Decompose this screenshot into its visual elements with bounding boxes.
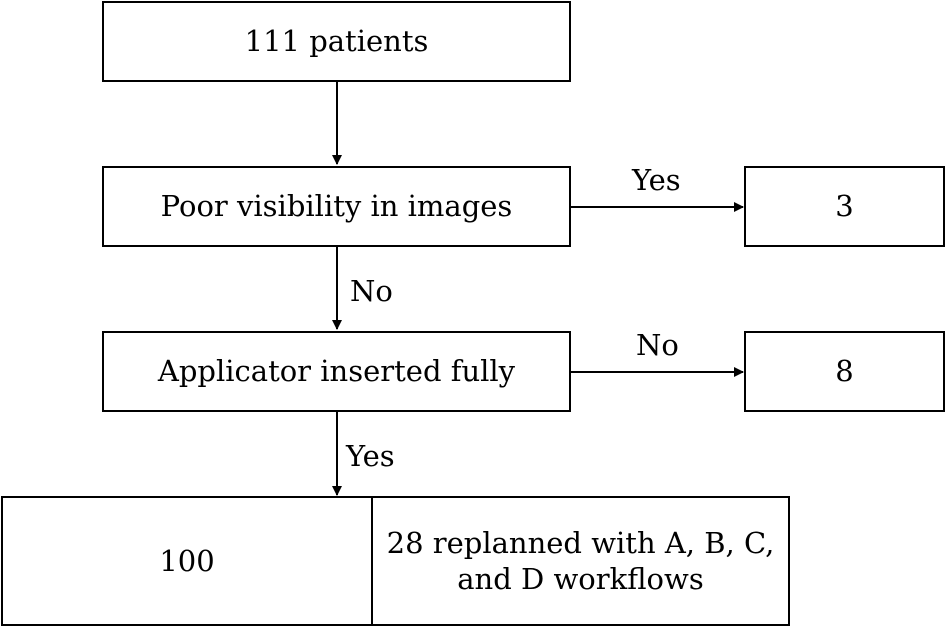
applicator-check-label: Applicator inserted fully [157,354,516,389]
replanned-box: 28 replanned with A, B, C, and D workflo… [371,496,790,626]
replanned-label: 28 replanned with A, B, C, and D workflo… [386,525,775,596]
start-label: 111 patients [244,24,429,59]
edge-label-visibility-no: No [350,274,393,308]
visibility-excluded-count: 3 [835,189,854,224]
edge-label-applicator-no: No [636,328,679,362]
applicator-excluded-box: 8 [744,331,945,412]
included-count: 100 [159,543,215,578]
visibility-check-box: Poor visibility in images [102,166,571,247]
start-box: 111 patients [102,1,571,82]
applicator-check-box: Applicator inserted fully [102,331,571,412]
edge-label-applicator-yes: Yes [346,439,395,473]
applicator-excluded-count: 8 [835,354,854,389]
edge-label-visibility-yes: Yes [632,163,681,197]
visibility-check-label: Poor visibility in images [160,189,513,224]
visibility-excluded-box: 3 [744,166,945,247]
included-box: 100 [1,496,373,626]
